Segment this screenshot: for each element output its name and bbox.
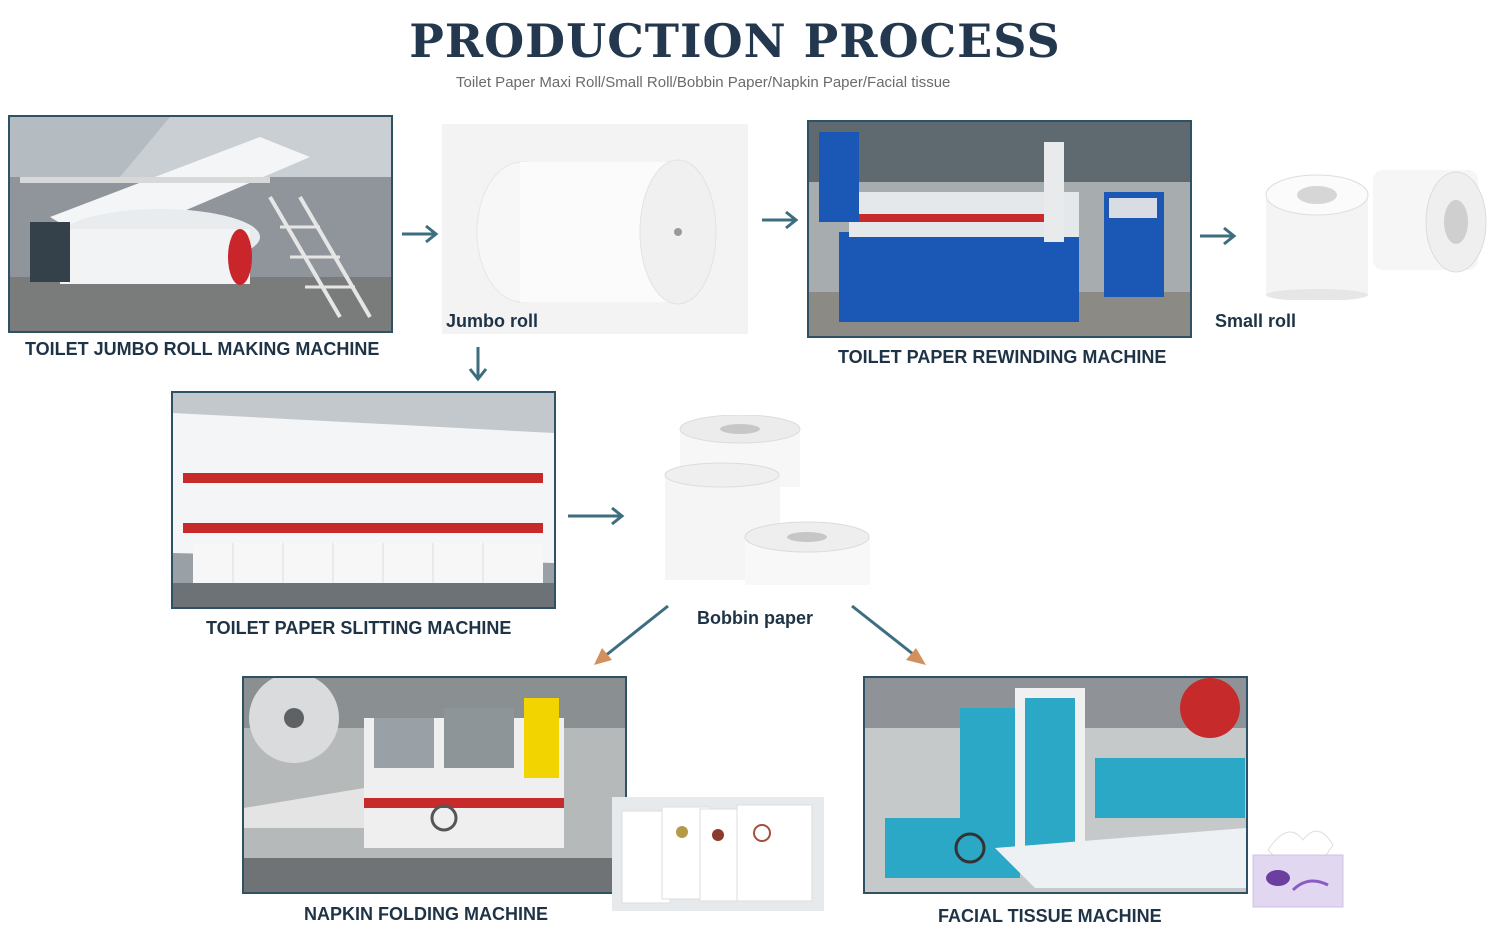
arrow-down-left-icon <box>590 602 672 668</box>
arrow-down-right-icon <box>848 602 930 668</box>
facial-tissue-machine-label: FACIAL TISSUE MACHINE <box>938 906 1162 926</box>
bobbin-paper-photo <box>660 415 875 600</box>
small-roll-label: Small roll <box>1215 311 1297 331</box>
jumbo-roll-label: Jumbo roll <box>446 311 539 331</box>
page-subtitle: Toilet Paper Maxi Roll/Small Roll/Bobbin… <box>456 74 951 91</box>
jumbo-roll-machine-photo <box>8 115 393 333</box>
tissue-box-photo <box>1248 820 1348 910</box>
slitting-machine-label: TOILET PAPER SLITTING MACHINE <box>206 618 512 638</box>
jumbo-roll-machine-label: TOILET JUMBO ROLL MAKING MACHINE <box>25 339 380 359</box>
arrow-right-icon <box>760 208 802 232</box>
rewinding-machine-label: TOILET PAPER REWINDING MACHINE <box>838 347 1167 367</box>
small-roll-photo <box>1258 150 1494 300</box>
napkin-sample-photo <box>612 797 824 911</box>
bobbin-paper-label: Bobbin paper <box>697 608 813 628</box>
napkin-machine-label: NAPKIN FOLDING MACHINE <box>304 904 548 924</box>
jumbo-roll-photo <box>442 124 748 334</box>
napkin-machine-photo <box>242 676 627 894</box>
rewinding-machine-photo <box>807 120 1192 338</box>
arrow-right-icon <box>400 222 442 246</box>
slitting-machine-photo <box>171 391 556 609</box>
arrow-right-icon <box>1198 224 1240 248</box>
facial-tissue-machine-photo <box>863 676 1248 894</box>
page-title: PRODUCTION PROCESS <box>409 14 1061 68</box>
arrow-right-icon <box>566 504 628 528</box>
arrow-down-icon <box>466 345 490 383</box>
